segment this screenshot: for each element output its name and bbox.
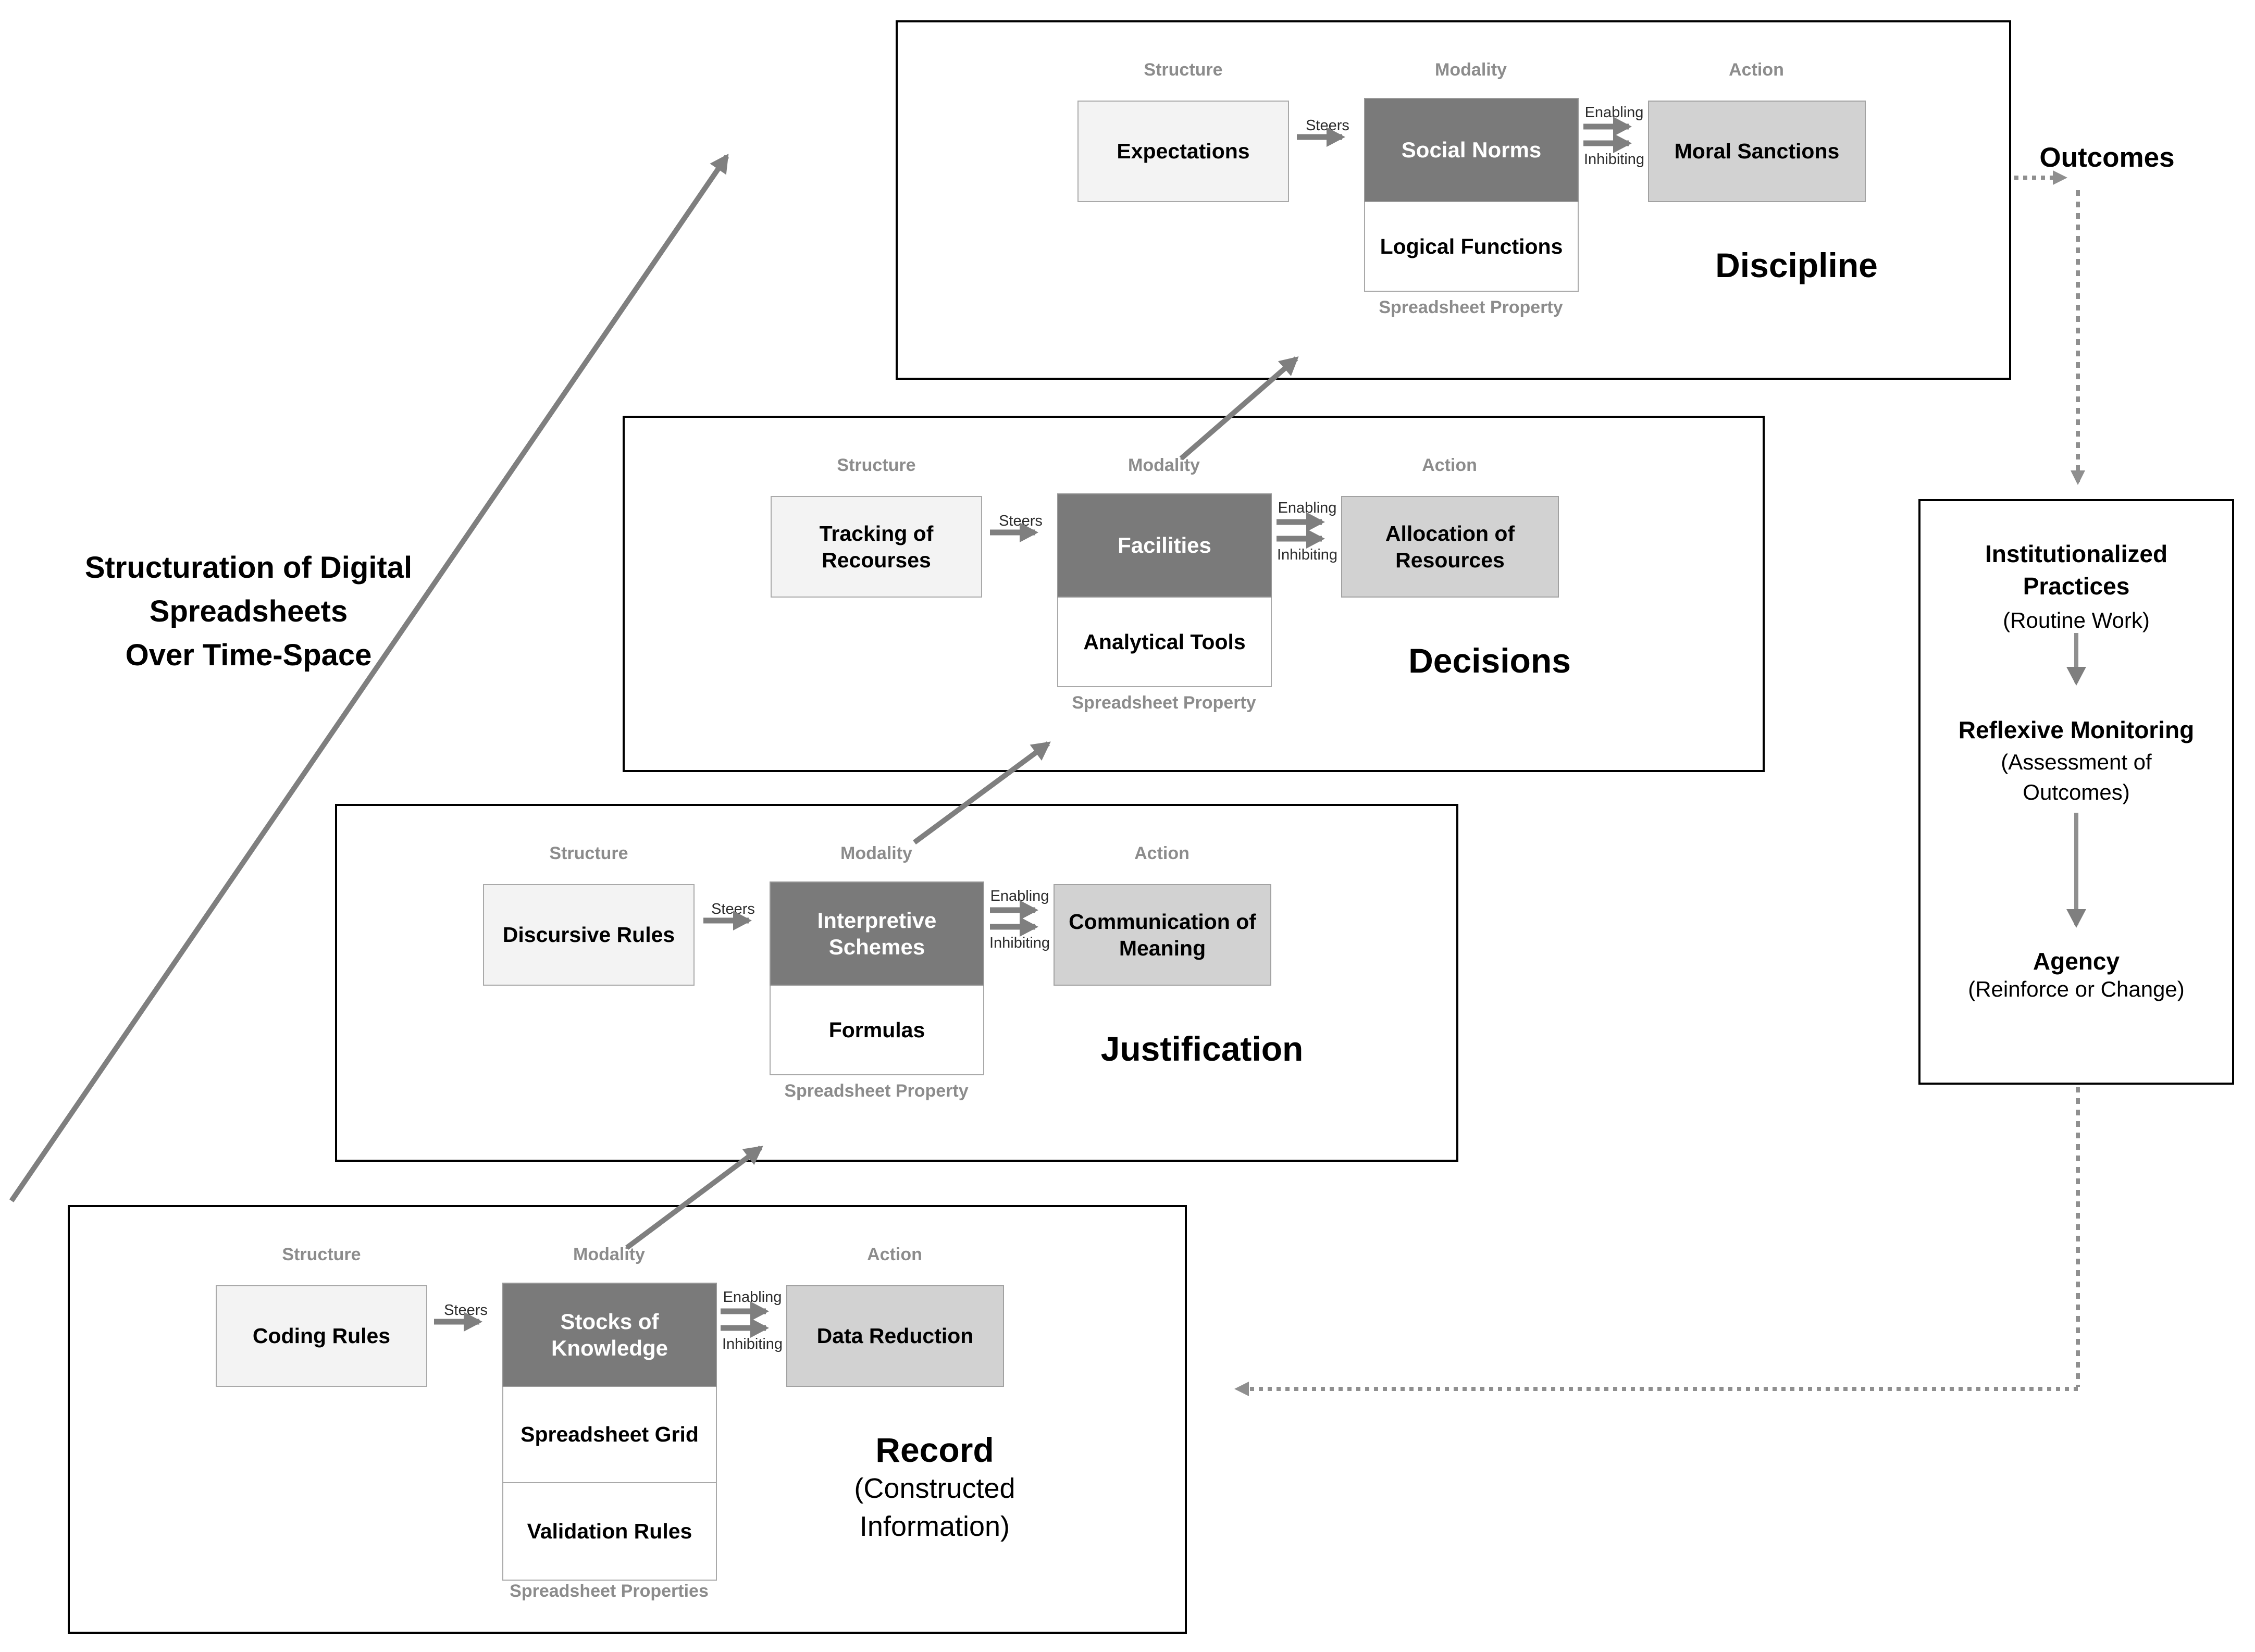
action-caption: Action <box>1422 455 1477 475</box>
modality-caption: Modality <box>1435 60 1507 80</box>
reflexive-monitoring-label: Reflexive Monitoring <box>1958 716 2195 743</box>
enabling-label: Enabling <box>1278 500 1337 516</box>
modality-caption: Modality <box>840 843 912 863</box>
spreadsheet-property-cell: Validation Rules <box>502 1483 717 1581</box>
modality-caption: Modality <box>1128 455 1200 475</box>
modality-caption: Modality <box>573 1245 645 1264</box>
action-box: Communication of Meaning <box>1054 884 1271 986</box>
structure-caption: Structure <box>549 843 628 863</box>
inhibiting-label: Inhibiting <box>1277 546 1338 563</box>
steers-label: Steers <box>1306 117 1349 134</box>
steers-label: Steers <box>444 1302 488 1319</box>
spreadsheet-property-cell: Logical Functions <box>1364 202 1579 292</box>
structure-caption: Structure <box>282 1245 361 1264</box>
steers-label: Steers <box>999 513 1043 529</box>
panel-name-decisions: Decisions <box>1408 641 1571 680</box>
action-box: Moral Sanctions <box>1648 101 1866 202</box>
structure-caption: Structure <box>837 455 916 475</box>
inhibiting-label: Inhibiting <box>989 935 1050 951</box>
structure-box: Tracking of Recourses <box>771 496 982 598</box>
structure-box: Discursive Rules <box>483 884 695 986</box>
routine-work-label: (Routine Work) <box>2003 608 2150 632</box>
action-caption: Action <box>1729 60 1784 80</box>
action-caption: Action <box>1134 843 1190 863</box>
action-caption: Action <box>867 1245 922 1264</box>
reinforce-or-change-label: (Reinforce or Change) <box>1968 977 2185 1001</box>
panel-record: Structure Modality Action Coding Rules S… <box>68 1205 1187 1634</box>
inhibiting-label: Inhibiting <box>1583 151 1645 168</box>
title-line: Over Time-Space <box>125 638 372 672</box>
spreadsheet-properties-caption: Spreadsheet Properties <box>510 1581 709 1601</box>
structure-caption: Structure <box>1144 60 1223 80</box>
agency-label: Agency <box>2033 948 2120 975</box>
enabling-label: Enabling <box>990 888 1049 904</box>
figure-title: Structuration of Digital Spreadsheets Ov… <box>66 546 431 677</box>
inhibiting-label: Inhibiting <box>722 1336 783 1352</box>
spreadsheet-property-cell: Analytical Tools <box>1057 598 1272 687</box>
modality-box: Interpretive Schemes <box>770 881 984 986</box>
panel-name-justification: Justification <box>1100 1029 1304 1068</box>
structure-box: Coding Rules <box>216 1285 427 1387</box>
spreadsheet-property-cell: Formulas <box>770 986 984 1075</box>
action-box: Allocation of Resources <box>1341 496 1559 598</box>
action-box: Data Reduction <box>786 1285 1004 1387</box>
enabling-label: Enabling <box>723 1289 782 1306</box>
enabling-label: Enabling <box>1584 104 1644 121</box>
spreadsheet-property-caption: Spreadsheet Property <box>784 1081 969 1101</box>
spreadsheet-property-caption: Spreadsheet Property <box>1072 693 1256 713</box>
structure-box: Expectations <box>1077 101 1289 202</box>
institutionalized-practices-label: Institutionalized Practices <box>1985 540 2168 600</box>
outcomes-label: Outcomes <box>2039 142 2175 173</box>
spreadsheet-property-caption: Spreadsheet Property <box>1379 297 1563 317</box>
assessment-of-outcomes-label: (Assessment of Outcomes) <box>2001 750 2152 804</box>
panel-name-discipline: Discipline <box>1715 246 1878 284</box>
modality-box: Stocks of Knowledge <box>502 1283 717 1387</box>
spreadsheet-property-cell: Spreadsheet Grid <box>502 1387 717 1483</box>
institutionalization-panel: Institutionalized Practices (Routine Wor… <box>1918 499 2234 1085</box>
panel-discipline: Structure Modality Action Expectations S… <box>896 20 2011 380</box>
panel-name-record: Record (Constructed Information) <box>854 1431 1015 1542</box>
panel-justification: Structure Modality Action Discursive Rul… <box>335 804 1458 1162</box>
modality-box: Social Norms <box>1364 98 1579 202</box>
title-line: Spreadsheets <box>149 594 348 628</box>
title-line: Structuration of Digital <box>84 551 413 585</box>
steers-label: Steers <box>711 901 755 917</box>
modality-box: Facilities <box>1057 493 1272 598</box>
panel-decisions: Structure Modality Action Tracking of Re… <box>623 416 1765 772</box>
